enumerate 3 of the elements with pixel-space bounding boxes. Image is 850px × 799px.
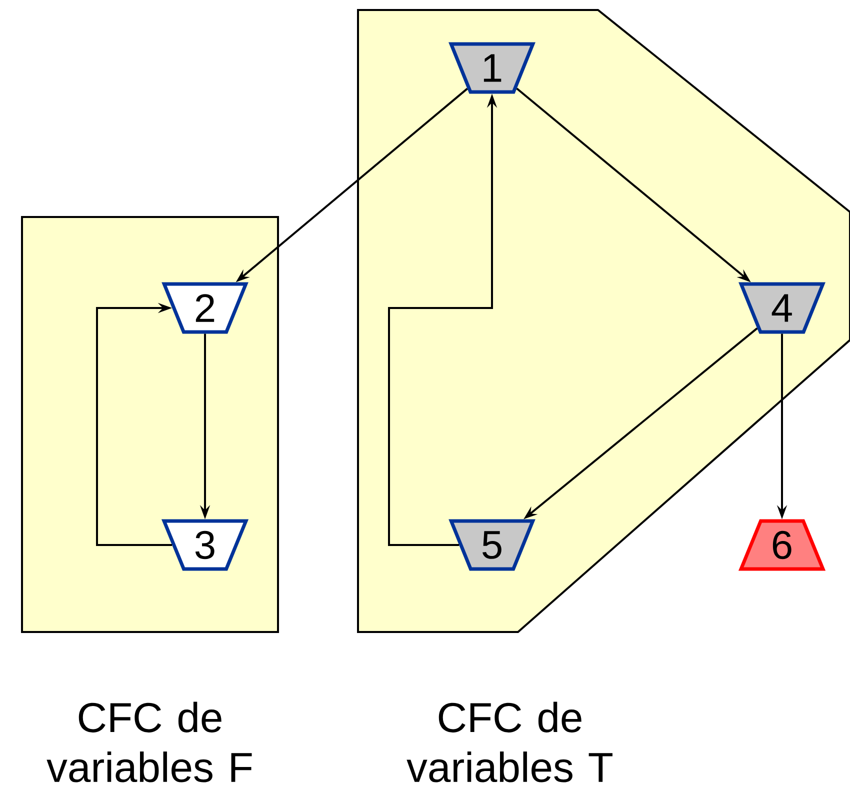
node-label: CFC de variables F bbox=[46, 702, 252, 782]
node-label: CFC de variables T bbox=[406, 702, 612, 782]
arrow bbox=[96, 302, 172, 546]
